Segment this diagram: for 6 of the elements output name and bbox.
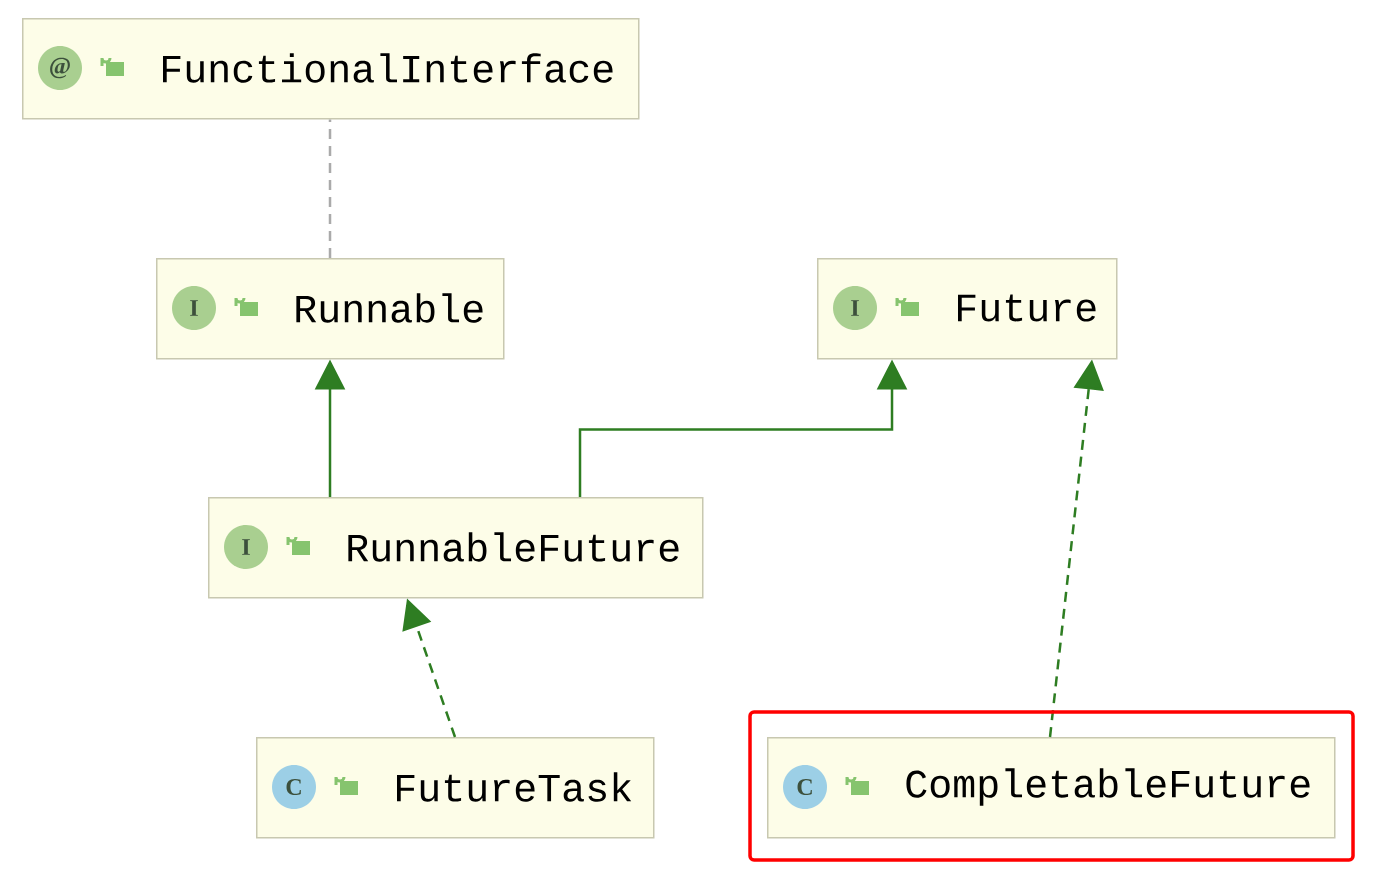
class-name: FunctionalInterface <box>163 53 613 83</box>
class-name: FutureTask <box>397 772 632 802</box>
class-name: Future <box>958 294 1096 322</box>
class-name: CompletableFuture <box>906 768 1310 806</box>
class-name: RunnableFuture <box>348 532 679 562</box>
class-name: Runnable <box>296 293 483 323</box>
